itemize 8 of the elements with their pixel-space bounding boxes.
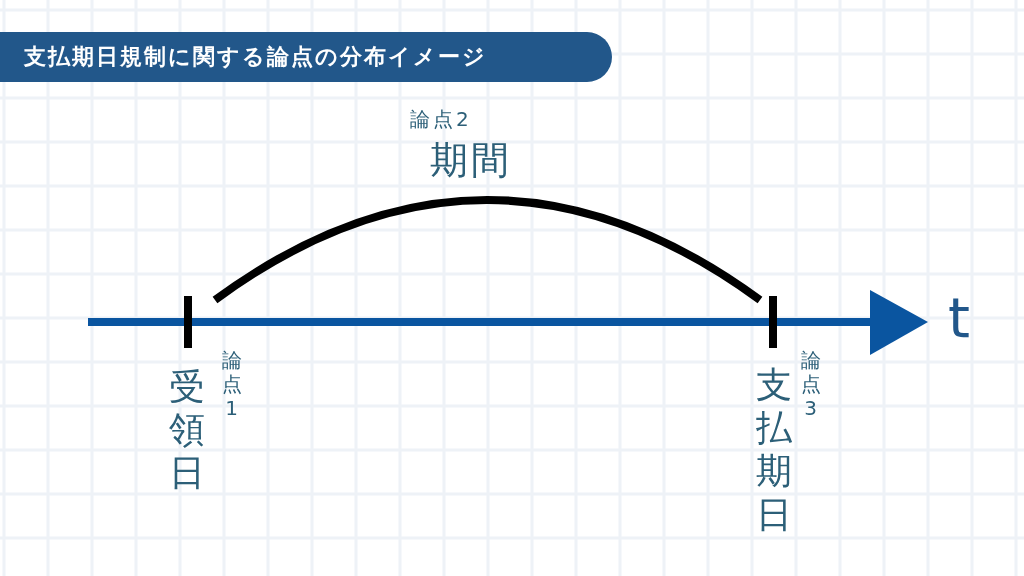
date-label: 受領日 bbox=[168, 365, 206, 495]
title-banner: 支払期日規制に関する論点の分布イメージ bbox=[0, 32, 612, 82]
issue-label: 論点3 bbox=[800, 348, 821, 420]
date-label: 支払期日 bbox=[755, 363, 793, 536]
issue-label: 論点1 bbox=[221, 348, 242, 420]
issue-label: 論点2 bbox=[410, 109, 472, 129]
axis-label: t bbox=[948, 290, 970, 346]
period-label: 期間 bbox=[430, 141, 512, 179]
